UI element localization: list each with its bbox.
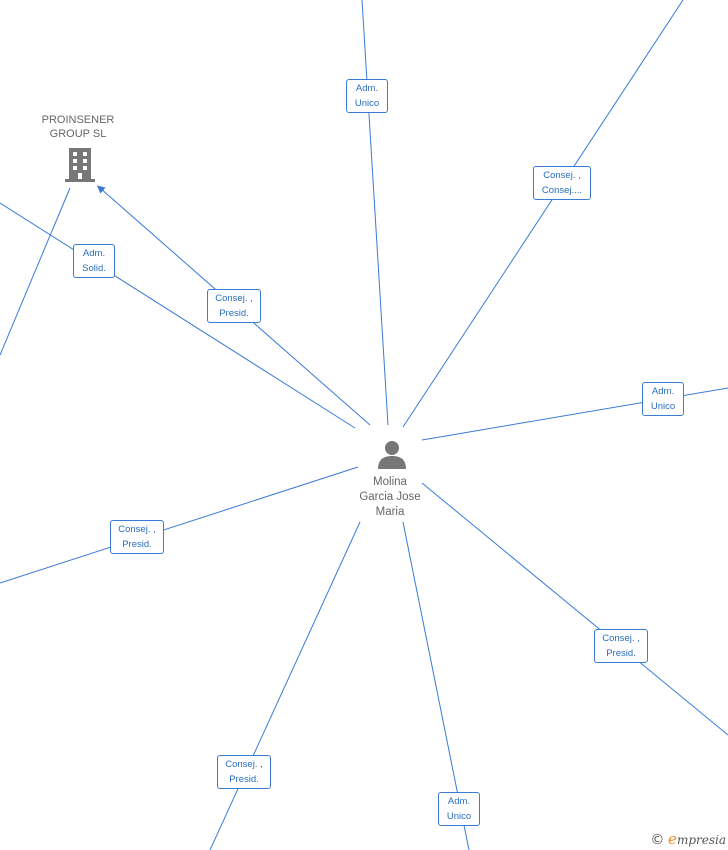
brand-name: mpresia — [676, 833, 726, 847]
edge-line — [421, 482, 728, 736]
edge-label[interactable]: Adm. Solid. — [73, 244, 115, 278]
person-node-name[interactable]: Molina Garcia Jose Maria — [340, 475, 440, 520]
edge-label[interactable]: Adm. Unico — [438, 792, 480, 826]
edge-label[interactable]: Consej. , Presid. — [110, 520, 164, 554]
person-name-line: Molina — [373, 476, 407, 488]
edge-label[interactable]: Consej. , Presid. — [217, 755, 271, 789]
edge-label[interactable]: Adm. Unico — [346, 79, 388, 113]
copyright-symbol: © — [650, 832, 665, 848]
edge-line — [0, 202, 356, 429]
edge-line — [0, 466, 359, 584]
edge-line — [361, 0, 389, 426]
person-name-line: Maria — [375, 506, 405, 518]
brand-e-glyph: e — [668, 830, 677, 848]
edge-line — [0, 187, 71, 356]
company-name-line: PROINSENER — [41, 114, 115, 126]
edge-label[interactable]: Consej. , Presid. — [207, 289, 261, 323]
edge-label[interactable]: Adm. Unico — [642, 382, 684, 416]
building-icon[interactable] — [63, 146, 97, 189]
edge-label[interactable]: Consej. , Consej.... — [533, 166, 591, 200]
person-icon[interactable] — [377, 440, 407, 475]
edge-line — [402, 0, 684, 428]
edge-line — [209, 521, 361, 850]
company-name-line: GROUP SL — [49, 128, 107, 140]
brand-logo: © empresia — [650, 830, 726, 848]
edge-label[interactable]: Consej. , Presid. — [594, 629, 648, 663]
person-name-line: Garcia Jose — [359, 491, 421, 503]
company-node-name[interactable]: PROINSENER GROUP SL — [28, 113, 128, 141]
